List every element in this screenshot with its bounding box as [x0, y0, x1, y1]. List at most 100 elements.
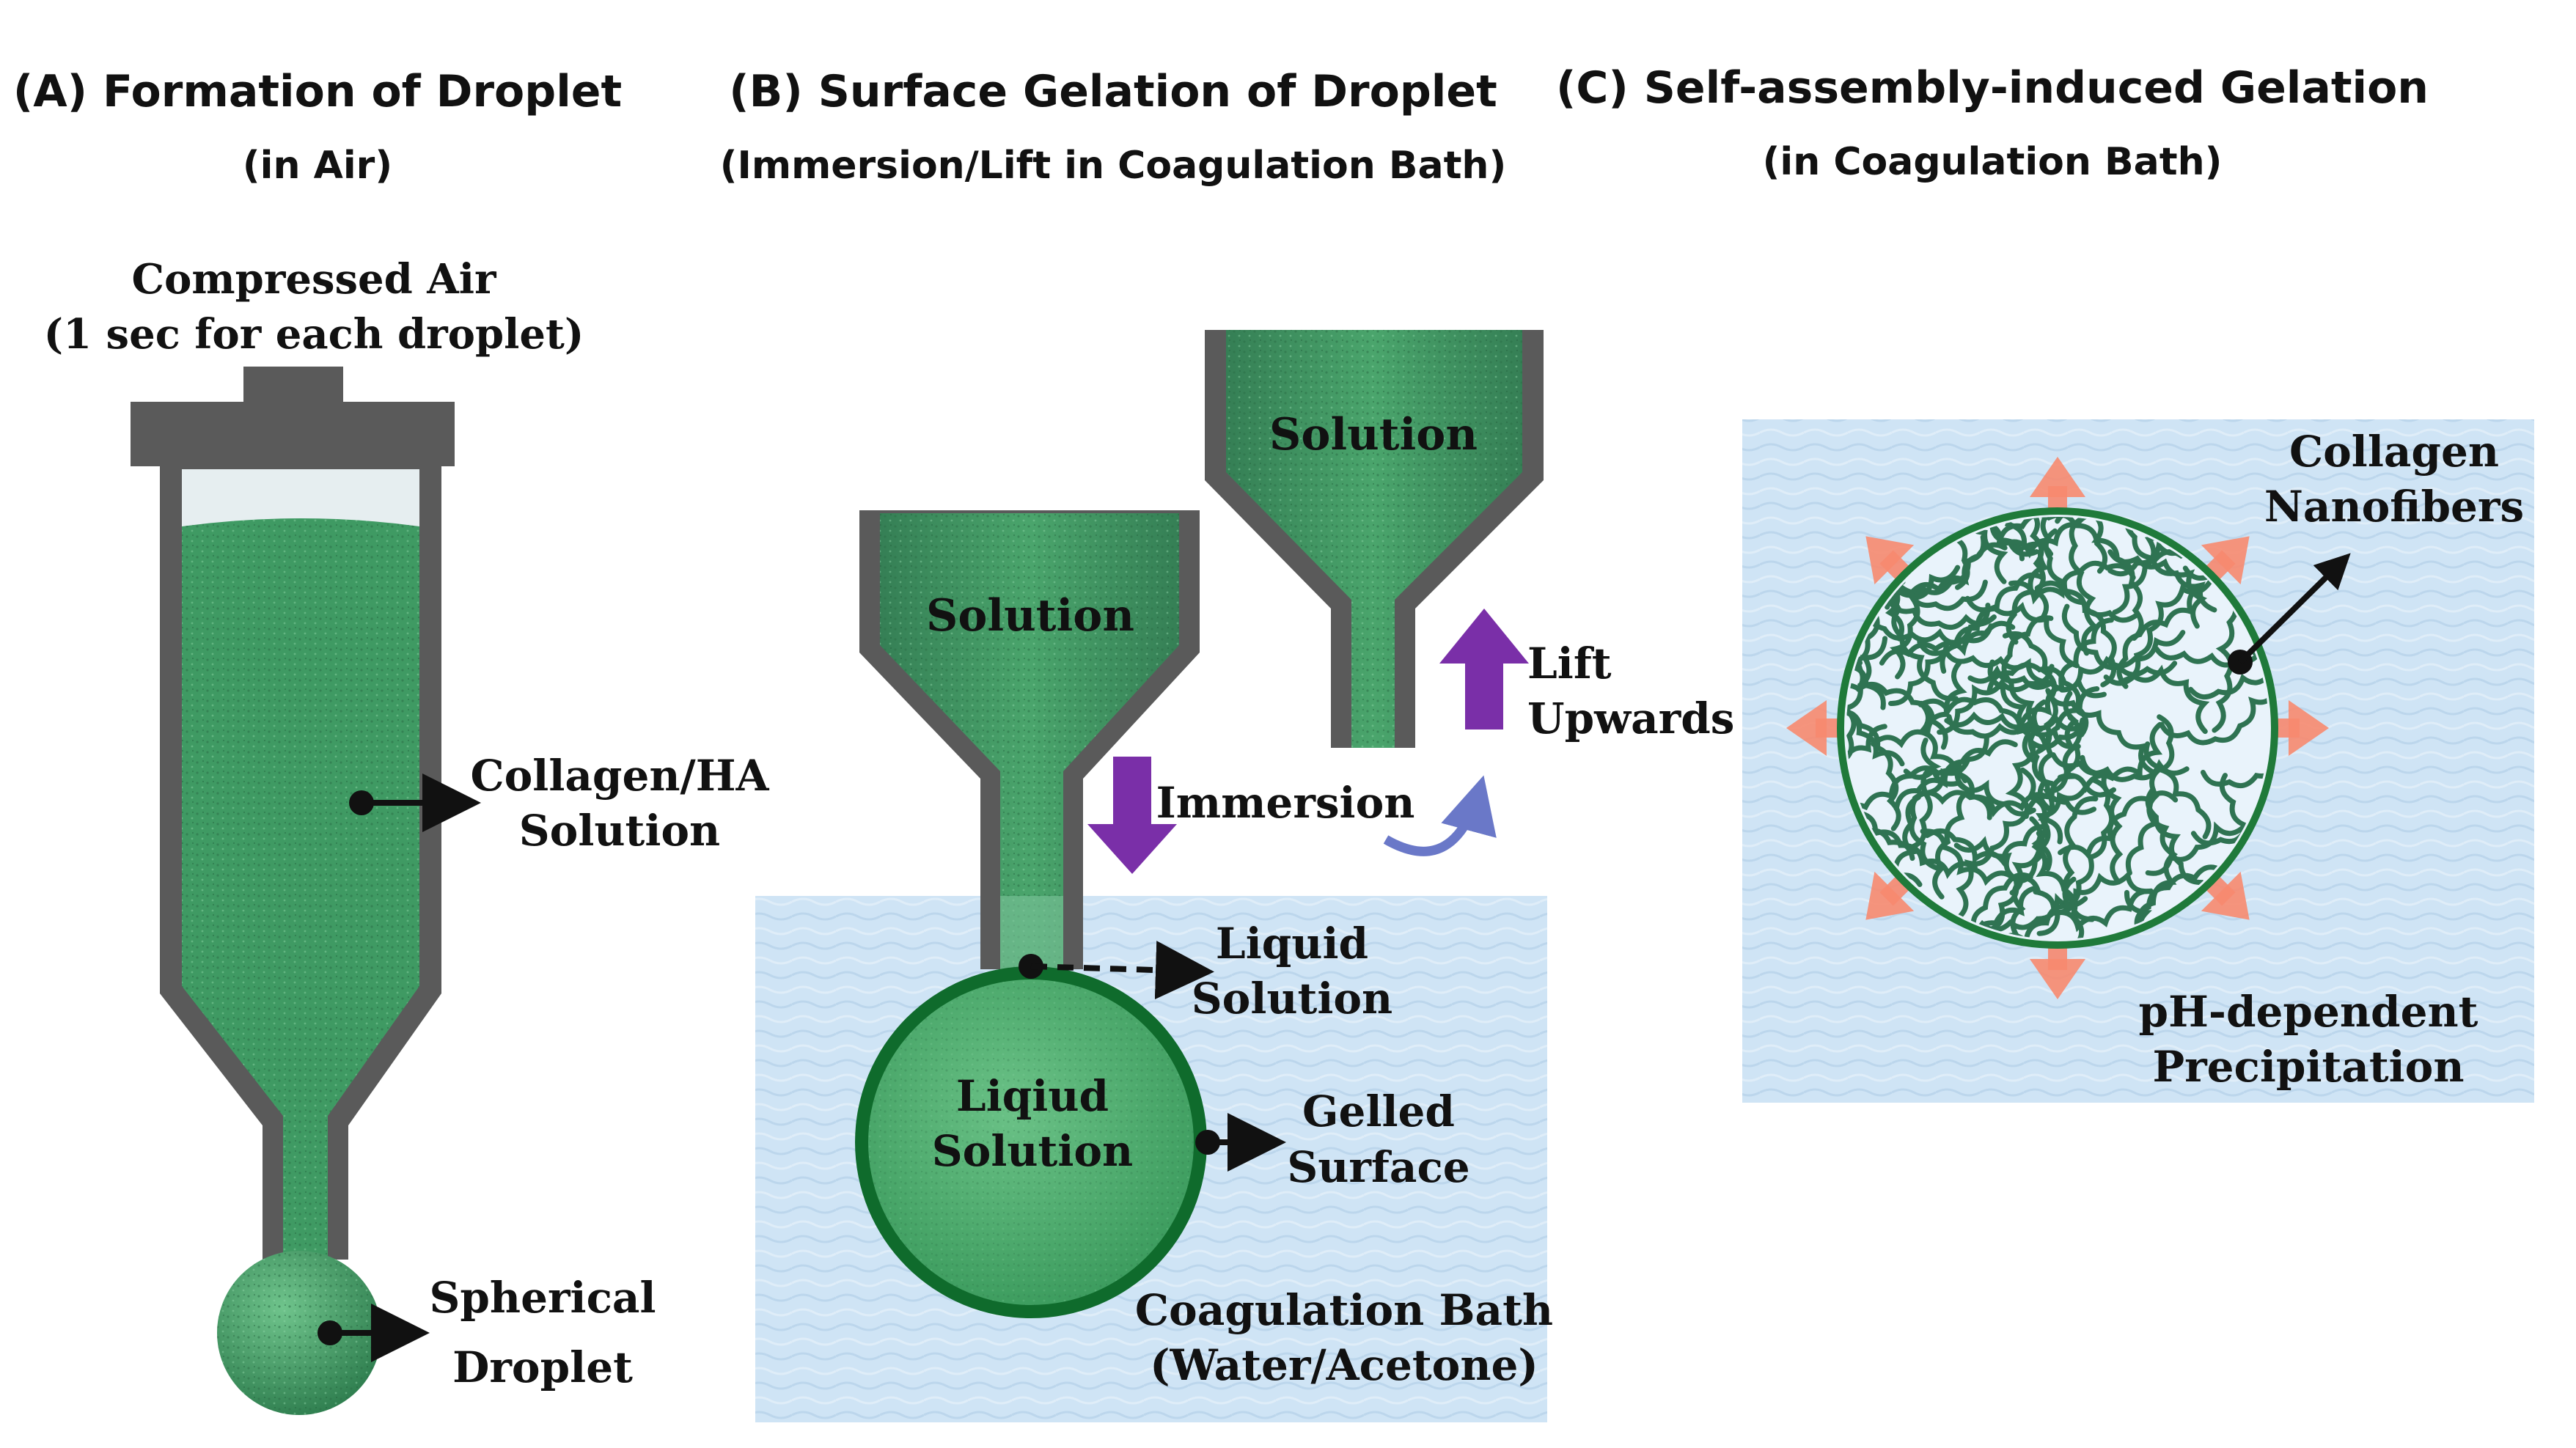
collagen-fiber	[1924, 824, 2050, 867]
collagen-fiber	[2037, 715, 2083, 845]
panel-a-syringe	[131, 367, 455, 1415]
collagen-nanofiber-network	[1846, 517, 2269, 939]
collagen-fiber	[1903, 765, 2036, 817]
precipitation-arrow-head	[2030, 457, 2085, 497]
upper-nozzle-solution-texture	[1226, 330, 1522, 748]
syringe-air-gap	[182, 469, 419, 526]
collagen-fiber	[1846, 685, 1905, 767]
syringe-solution-texture	[182, 518, 419, 1260]
collagen-fiber	[2006, 517, 2053, 645]
collagen-fiber	[1910, 735, 1989, 850]
collagen-fiber	[1893, 739, 2018, 812]
collagen-fiber	[1940, 572, 2044, 674]
collagen-fiber	[2061, 603, 2178, 677]
collagen-fiber	[1890, 565, 1961, 680]
precipitation-arrow-head	[2289, 700, 2329, 756]
coagulation-bath-sub-label: (Water/Acetone)	[1150, 1340, 1538, 1390]
panel-c-title: (C) Self-assembly-induced Gelation	[1556, 62, 2429, 114]
collagen-fiber	[1986, 662, 2089, 738]
syringe-flange	[131, 402, 455, 466]
collagen-fiber	[1967, 876, 2077, 939]
coagulation-bath-label: Coagulation Bath	[1135, 1285, 1553, 1335]
liqiud-solution-label: Liqiud	[956, 1071, 1109, 1121]
collagen-fiber	[2045, 688, 2156, 775]
panel-b-title: (B) Surface Gelation of Droplet	[729, 66, 1497, 117]
collagen-fiber	[1964, 595, 2080, 669]
upper-nozzle	[1205, 330, 1544, 748]
collagen-fiber	[2155, 714, 2212, 839]
collagen-fiber	[2188, 668, 2269, 700]
liqiud-solution-sub-label: Solution	[932, 1126, 1133, 1176]
immersion-arrow	[1087, 757, 1177, 874]
precipitation-arrow-head	[2030, 959, 2085, 999]
panel-a-title: (A) Formation of Droplet	[13, 66, 622, 117]
spherical-droplet-texture	[217, 1251, 381, 1415]
collagen-fiber	[1946, 714, 2081, 750]
precipitation-arrow-head	[1865, 871, 1915, 920]
collagen-fiber	[2031, 782, 2116, 872]
collagen-fiber	[2001, 615, 2054, 732]
compressed-air-sub-label: (1 sec for each droplet)	[44, 310, 584, 359]
collagen-fiber	[2058, 790, 2179, 861]
collagen-ha-pointer	[349, 773, 481, 832]
collagen-fiber	[1967, 665, 2107, 699]
transition-curved-arrow	[1383, 775, 1497, 856]
collagen-fiber	[2061, 777, 2115, 909]
syringe-plunger-cap	[243, 367, 343, 405]
spherical-droplet-sub-label: Droplet	[452, 1342, 633, 1392]
precipitation-arrow-head	[1865, 536, 1915, 585]
collagen-fiber	[2124, 517, 2217, 613]
collagen-fiber	[1920, 517, 2025, 562]
collagen-fiber	[2005, 717, 2085, 819]
collagen-fiber	[1865, 603, 1994, 646]
nanofibers-pointer-arrow	[2238, 553, 2351, 664]
collagen-fiber	[1846, 636, 1888, 765]
precipitation-arrow-head	[2201, 871, 2250, 920]
spherical-droplet-label: Spherical	[429, 1273, 656, 1323]
collagen-fiber	[1846, 724, 1887, 796]
lower-nozzle	[859, 510, 1200, 969]
spherical-droplet-pointer	[318, 1304, 430, 1362]
collagen-fiber	[1945, 872, 2033, 939]
collagen-ha-sub-label: Solution	[519, 806, 720, 856]
lift-label: Lift	[1527, 639, 1612, 688]
collagen-fiber	[2019, 617, 2114, 724]
lift-sub-label: Upwards	[1527, 694, 1734, 743]
ph-precipitation-sub-label: Precipitation	[2152, 1042, 2464, 1092]
collagen-fiber	[2069, 517, 2099, 656]
ph-precipitation-label: pH-dependent	[2139, 987, 2478, 1037]
liquid-solution-label: Liquid	[1216, 919, 1368, 969]
liquid-core-texture	[868, 980, 1194, 1305]
compressed-air-label: Compressed Air	[131, 255, 497, 304]
gelled-surface-label: Gelled	[1302, 1087, 1455, 1136]
collagen-fiber	[1912, 790, 2050, 817]
upper-solution-label: Solution	[1269, 409, 1478, 460]
immersion-label: Immersion	[1156, 778, 1415, 828]
collagen-fiber	[2159, 686, 2269, 746]
panel-b-subtitle: (Immersion/Lift in Coagulation Bath)	[720, 144, 1506, 188]
collagen-fiber	[2116, 584, 2206, 689]
lower-solution-label: Solution	[926, 590, 1134, 642]
lift-arrow	[1439, 609, 1529, 729]
gelled-surface-sub-label: Surface	[1287, 1142, 1469, 1192]
collagen-fiber	[1937, 664, 2055, 735]
liquid-pointer-arrow	[1030, 941, 1214, 1000]
collagen-fiber	[2201, 726, 2269, 789]
collagen-fiber	[2103, 664, 2210, 735]
collagen-ha-label: Collagen/HA	[470, 751, 769, 801]
precipitation-arrow-head	[1786, 700, 1827, 756]
collagen-fiber	[1918, 697, 2048, 746]
collagen-fiber	[2112, 517, 2191, 615]
collagen-fiber	[1846, 681, 1948, 750]
collagen-fiber	[1944, 711, 2086, 732]
collagen-fiber	[1981, 517, 2054, 556]
collagen-fiber	[2036, 870, 2154, 936]
lower-nozzle-solution-texture	[880, 513, 1179, 969]
precipitation-arrow-head	[2201, 536, 2250, 585]
collagen-nanofibers-sub-label: Nanofibers	[2264, 482, 2524, 532]
liquid-solution-sub-label: Solution	[1192, 974, 1392, 1023]
panel-a-subtitle: (in Air)	[243, 144, 392, 188]
collagen-nanofibers-label: Collagen	[2289, 427, 2499, 477]
